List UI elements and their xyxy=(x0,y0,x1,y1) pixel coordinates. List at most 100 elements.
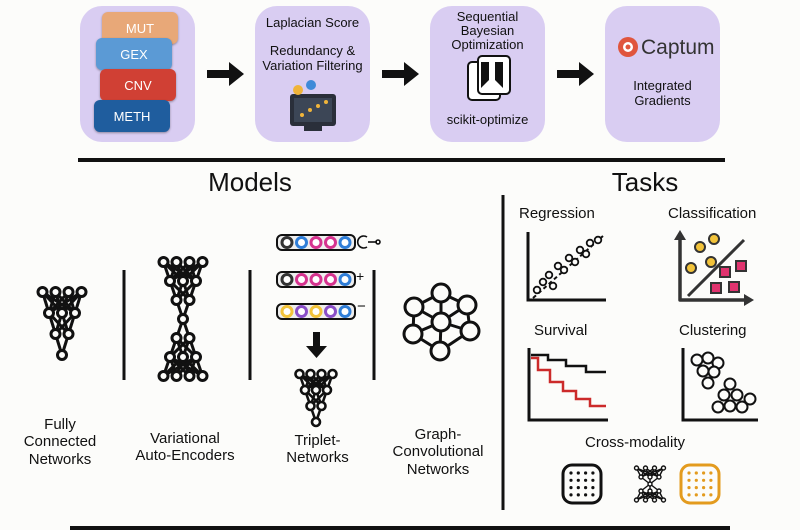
triplet-network-icon xyxy=(294,368,338,428)
feature-dot xyxy=(324,273,337,286)
node xyxy=(183,256,196,268)
axis-arrow xyxy=(744,294,754,306)
feature-dot xyxy=(295,305,308,318)
grid-dot xyxy=(694,471,698,475)
axis-arrow xyxy=(674,230,686,240)
models-heading: Models xyxy=(208,167,292,197)
anchor-icon xyxy=(356,235,381,249)
node xyxy=(633,465,640,471)
captum-logo-icon xyxy=(618,37,638,57)
node xyxy=(327,368,338,380)
grid-dot xyxy=(569,486,573,490)
task-label-regression: Regression xyxy=(519,205,595,222)
survival-curve-b xyxy=(531,356,606,408)
node xyxy=(647,474,653,480)
axes xyxy=(526,232,606,302)
node xyxy=(75,286,88,298)
input-chip-cnv: CNV xyxy=(100,69,176,101)
node xyxy=(430,282,452,304)
clustering-icon xyxy=(681,348,758,422)
integrated-label: Integrated xyxy=(633,78,692,93)
captum-brand: Captum xyxy=(641,36,715,59)
cluster-b-point xyxy=(717,388,731,402)
down-arrow-icon xyxy=(306,332,327,358)
node xyxy=(310,384,322,396)
feature-dot xyxy=(338,305,352,318)
feature-selection-box xyxy=(255,6,370,142)
node xyxy=(183,294,196,306)
class-a-point xyxy=(694,241,706,253)
task-label-clustering: Clustering xyxy=(679,322,747,339)
node xyxy=(177,313,189,325)
node xyxy=(305,368,316,380)
node xyxy=(62,286,75,298)
node xyxy=(429,340,451,362)
feature-dot xyxy=(324,305,337,318)
edge xyxy=(169,260,204,283)
grid-dot xyxy=(576,478,580,482)
cluster-a-point xyxy=(696,364,710,378)
variational-autoencoder-icon xyxy=(157,256,209,382)
arrow-icon xyxy=(382,62,419,86)
node xyxy=(170,256,183,268)
fully-connected-network-icon xyxy=(36,286,88,361)
node xyxy=(430,311,452,333)
node xyxy=(36,286,49,298)
grid-dot xyxy=(569,493,573,497)
node xyxy=(638,488,644,494)
class-a-point xyxy=(708,233,720,245)
grid-dot xyxy=(591,493,595,497)
node xyxy=(299,384,311,396)
node xyxy=(56,349,68,361)
cluster-a-point xyxy=(707,365,721,379)
axes xyxy=(527,348,608,422)
regression-scatter-icon xyxy=(526,232,606,302)
class-b-point xyxy=(735,260,747,272)
grid-dot xyxy=(702,471,706,475)
node xyxy=(456,294,478,316)
grid-dot xyxy=(591,478,595,482)
data-point xyxy=(585,238,595,248)
cluster-a-point xyxy=(690,353,704,367)
data-point xyxy=(593,235,603,245)
node xyxy=(164,351,176,363)
cluster-b-point xyxy=(723,399,737,413)
data-point xyxy=(570,257,580,267)
modality-frame xyxy=(561,463,603,505)
cluster-b-point xyxy=(711,400,725,414)
edge xyxy=(48,290,83,315)
grid-dot xyxy=(694,478,698,482)
data-point xyxy=(564,253,574,263)
class-b-point xyxy=(719,266,731,278)
data-point xyxy=(575,245,585,255)
data-point xyxy=(553,261,563,271)
variation-filtering-label: Variation Filtering xyxy=(262,58,363,73)
laplacian-score-label: Laplacian Score xyxy=(265,15,360,30)
grid-dot xyxy=(591,486,595,490)
node xyxy=(190,351,202,363)
node xyxy=(402,323,424,345)
redundancy-label: Redundancy & xyxy=(269,43,356,58)
grid-dot xyxy=(709,471,713,475)
grid-dot xyxy=(576,486,580,490)
node xyxy=(321,384,333,396)
edge xyxy=(636,490,660,501)
survival-curve-icon xyxy=(527,348,608,422)
cluster-b-point xyxy=(723,377,737,391)
class-b-point xyxy=(710,282,722,294)
node xyxy=(164,275,176,287)
arrow-icon xyxy=(207,62,244,86)
grid-dot xyxy=(702,478,706,482)
data-point xyxy=(548,281,558,291)
feature-dot xyxy=(309,273,323,286)
node xyxy=(43,307,55,319)
node xyxy=(56,307,68,319)
negative-sign: − xyxy=(357,298,366,315)
data-point xyxy=(559,265,569,275)
node xyxy=(49,328,62,340)
node xyxy=(633,497,640,503)
